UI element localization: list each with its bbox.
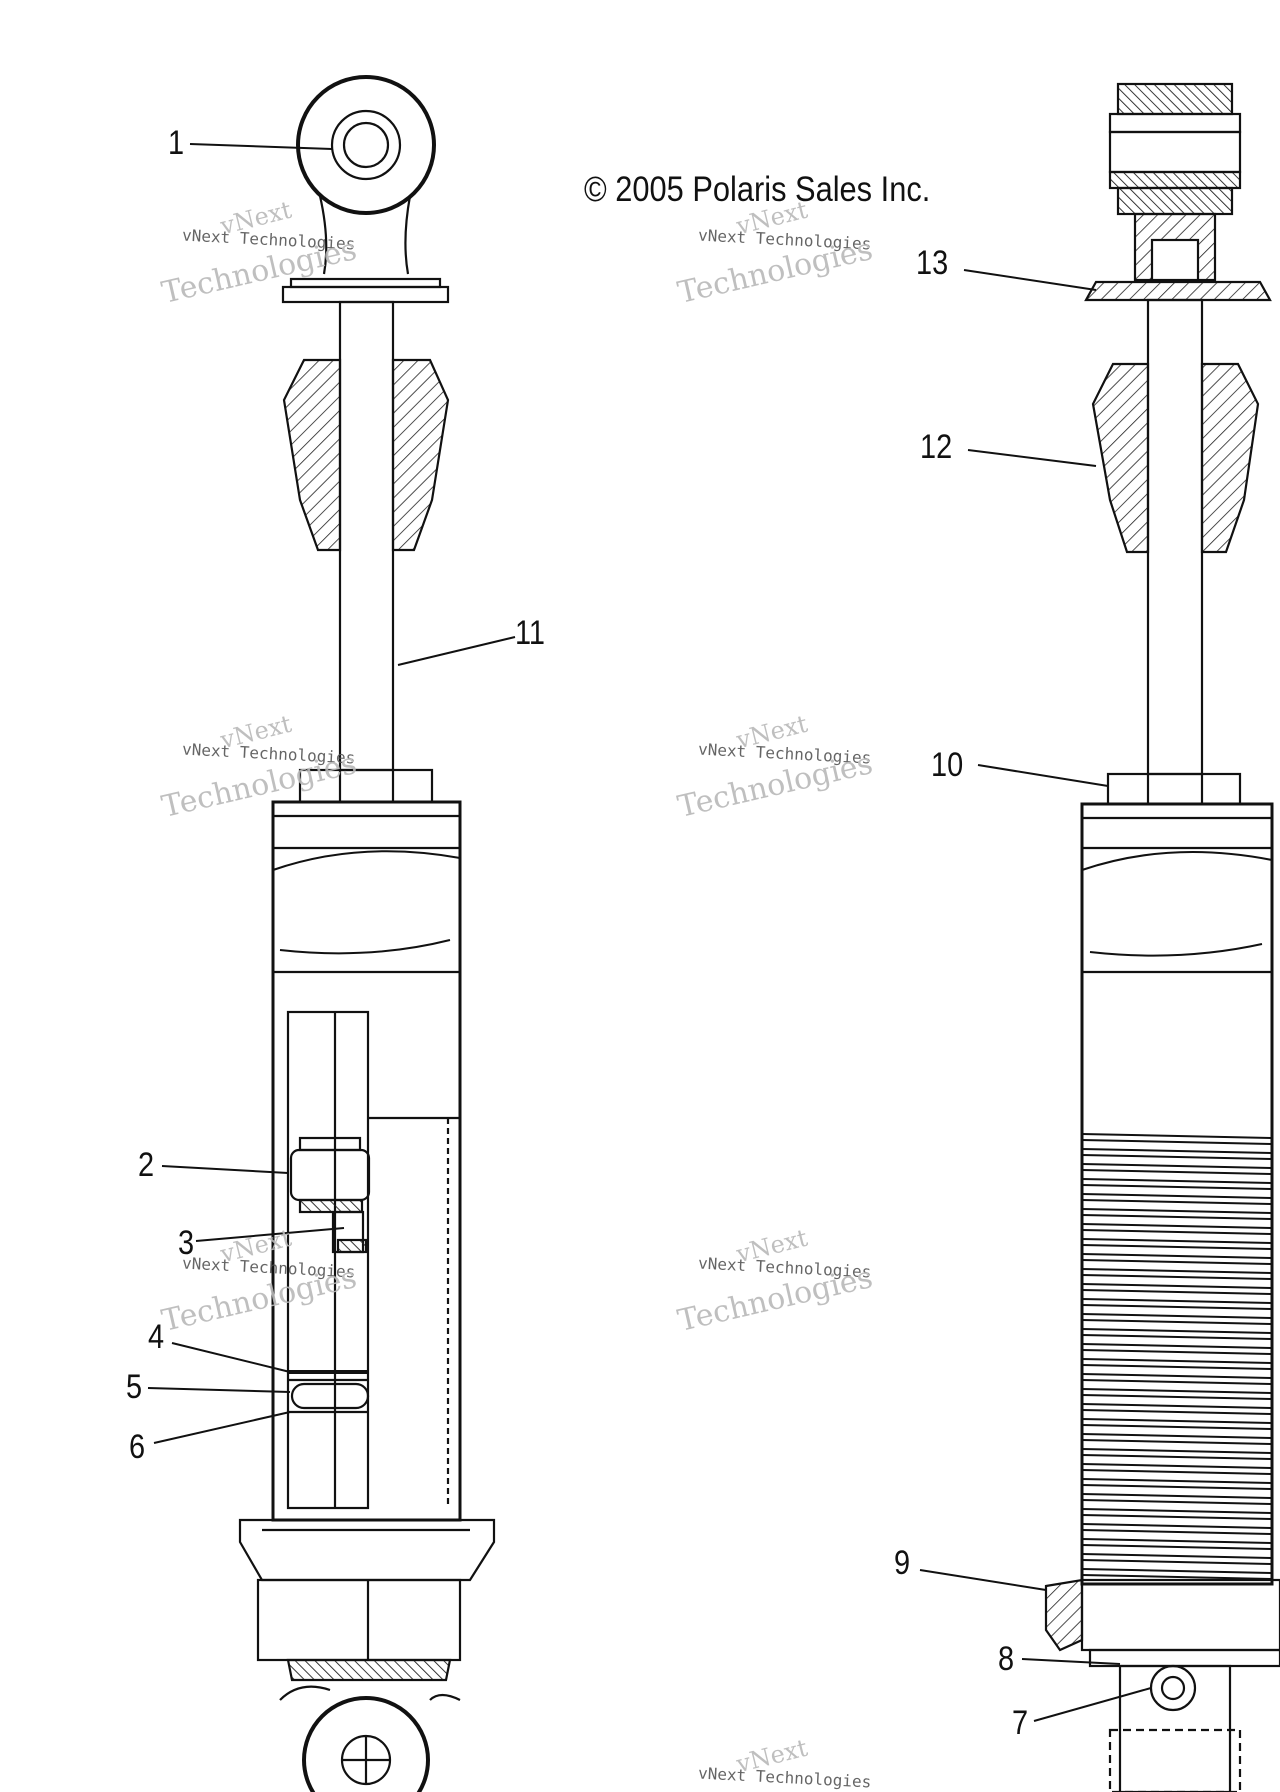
bottom-eyelet — [302, 1696, 430, 1792]
shaft-left — [338, 300, 395, 772]
shaft-right — [1146, 298, 1204, 776]
callout-5: 5 — [126, 1368, 143, 1406]
bumper-left-a — [282, 358, 342, 552]
callout-2: 2 — [138, 1146, 155, 1184]
top-eyelet — [296, 75, 436, 215]
item-9-collar — [1044, 1578, 1084, 1652]
item-13-washer — [1084, 280, 1272, 302]
callout-10: 10 — [931, 746, 964, 784]
callout-8: 8 — [998, 1640, 1015, 1678]
callout-13: 13 — [916, 244, 949, 282]
callout-4: 4 — [148, 1318, 165, 1356]
bumper-left-b — [391, 358, 450, 552]
left-shock — [238, 75, 496, 1792]
callout-3: 3 — [178, 1224, 195, 1262]
callout-1: 1 — [168, 124, 185, 162]
copyright-text: © 2005 Polaris Sales Inc. — [584, 170, 931, 209]
item-7-bolt — [1149, 1664, 1197, 1712]
callout-6: 6 — [129, 1428, 146, 1466]
spring-coils — [1081, 1133, 1273, 1580]
callout-12: 12 — [920, 428, 953, 466]
callout-11: 11 — [515, 614, 546, 652]
right-shock — [1044, 82, 1280, 1792]
callout-7: 7 — [1012, 1704, 1029, 1742]
leader-lines — [147, 143, 1152, 1722]
callout-9: 9 — [894, 1544, 911, 1582]
bumper-right-b — [1200, 362, 1260, 554]
bumper-right-a — [1091, 362, 1150, 554]
